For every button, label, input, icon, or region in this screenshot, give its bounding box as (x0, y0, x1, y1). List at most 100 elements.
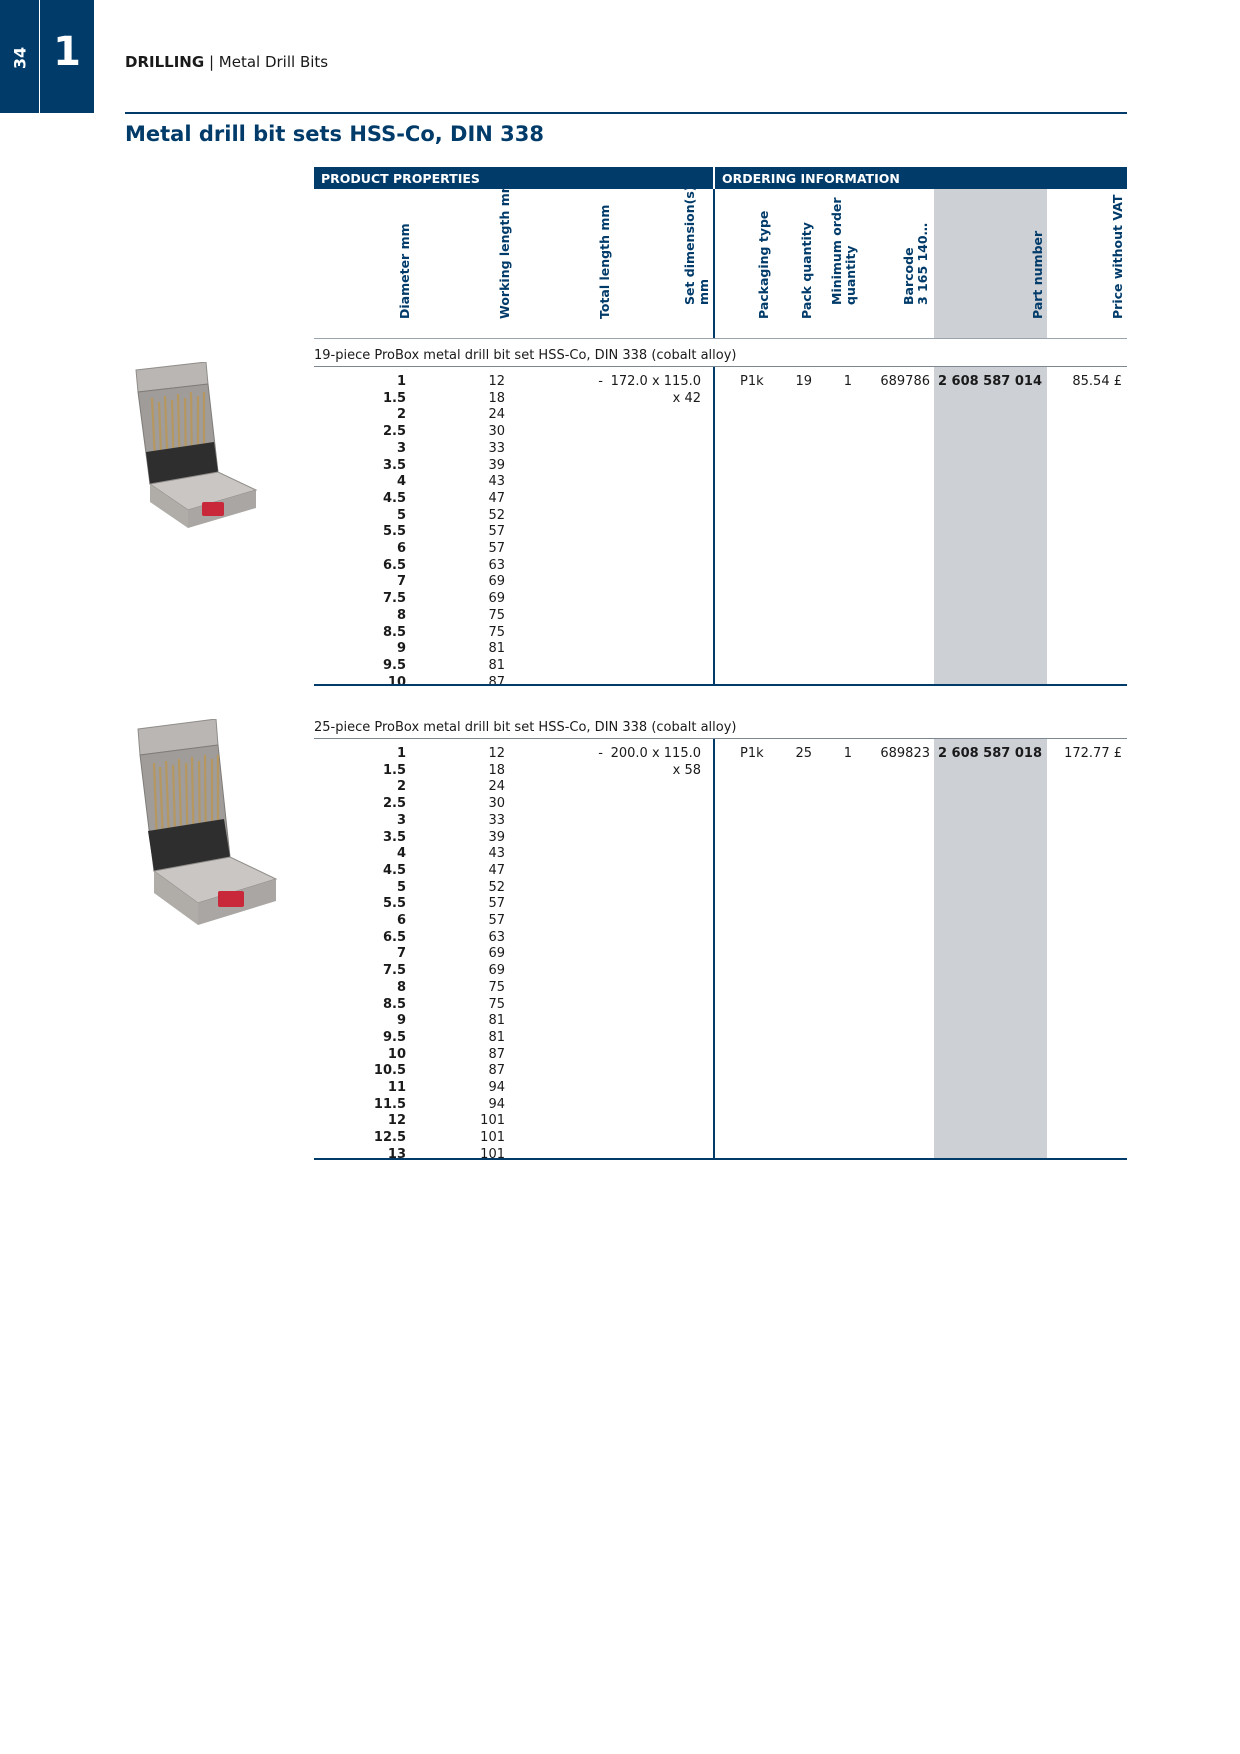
diameter-cell: 2 (396, 407, 406, 423)
diameter-cell: 4.5 (382, 862, 406, 878)
working-length-cell: 30 (488, 424, 505, 440)
working-length-cell: 63 (488, 557, 505, 573)
set-dimension-cell-2: x 42 (672, 390, 701, 406)
chapter-tab: 1 (40, 0, 94, 113)
header-rule (125, 112, 1127, 114)
diameter-cell: 3.5 (382, 829, 406, 845)
diameter-cell: 6.5 (382, 557, 406, 573)
diameter-cell: 7.5 (382, 963, 406, 979)
working-length-cell: 87 (488, 1063, 505, 1079)
working-length-cell: 24 (488, 779, 505, 795)
set-dimension-cell: 200.0 x 115.0 (610, 746, 701, 761)
working-length-cell: 18 (488, 390, 505, 406)
working-length-cell: 69 (488, 591, 505, 607)
working-length-cell: 43 (488, 846, 505, 862)
working-length-cell: 101 (480, 1130, 505, 1146)
working-length-cell: 75 (488, 624, 505, 640)
diameter-cell: 10.5 (373, 1063, 406, 1079)
diameter-cell: 2.5 (382, 796, 406, 812)
diameter-cell: 1 (396, 374, 406, 389)
diameter-cell: 8 (396, 607, 406, 623)
diameter-cell: 8.5 (382, 996, 406, 1012)
part-number-cell: 2 608 587 014 (937, 374, 1042, 389)
set-2-title: 25-piece ProBox metal drill bit set HSS-… (314, 720, 737, 735)
working-length-cell: 47 (488, 490, 505, 506)
ordering-information-bar: ORDERING INFORMATION (715, 167, 1127, 189)
working-length-cell: 75 (488, 979, 505, 995)
diameter-cell: 5 (396, 879, 406, 895)
diameter-cell: 6 (396, 913, 406, 928)
diameter-cell: 9 (396, 641, 406, 657)
working-length-cell: 87 (488, 674, 505, 690)
product-properties-bar: PRODUCT PROPERTIES (314, 167, 713, 189)
price-cell: 172.77 £ (1064, 746, 1122, 761)
diameter-cell: 4 (396, 846, 406, 862)
diameter-cell: 9.5 (382, 1029, 406, 1045)
packaging-type-cell: P1k (740, 374, 764, 389)
diameter-cell: 10 (387, 1046, 406, 1062)
part-number-shade-set1 (934, 366, 1047, 684)
diameter-cell: 12.5 (373, 1130, 406, 1146)
working-length-cell: 57 (488, 896, 505, 912)
set-1-title: 19-piece ProBox metal drill bit set HSS-… (314, 348, 737, 363)
working-length-cell: 52 (488, 879, 505, 895)
working-length-cell: 81 (488, 657, 505, 673)
working-length-cell: 101 (480, 1146, 505, 1162)
working-length-cell: 69 (488, 946, 505, 962)
diameter-cell: 9 (396, 1013, 406, 1029)
diameter-cell: 7 (396, 574, 406, 590)
page-number-tab: 34 (0, 0, 39, 113)
working-length-cell: 30 (488, 796, 505, 812)
working-length-cell: 57 (488, 541, 505, 556)
diameter-cell: 11 (387, 1080, 406, 1095)
working-length-cell: 81 (488, 1029, 505, 1045)
working-length-cell: 33 (488, 440, 505, 456)
diameter-cell: 5 (396, 507, 406, 523)
diameter-cell: 4.5 (382, 490, 406, 506)
header-bottom-rule (314, 338, 1127, 339)
working-length-cell: 69 (488, 574, 505, 590)
part-number-shade-set2 (934, 738, 1047, 1158)
working-length-cell: 63 (488, 929, 505, 945)
working-length-cell: 52 (488, 507, 505, 523)
section-header: DRILLING | Metal Drill Bits (125, 53, 328, 71)
part-number-shade-head (934, 189, 1047, 338)
diameter-cell: 12 (387, 1113, 406, 1129)
diameter-cell: 3 (396, 812, 406, 828)
diameter-cell: 1.5 (382, 390, 406, 406)
diameter-cell: 8 (396, 979, 406, 995)
diameter-cell: 3.5 (382, 457, 406, 473)
diameter-cell: 11.5 (373, 1096, 406, 1112)
group-divider-set2 (713, 738, 715, 1158)
working-length-cell: 18 (488, 762, 505, 778)
diameter-cell: 4 (396, 474, 406, 490)
working-length-cell: 75 (488, 996, 505, 1012)
diameter-cell: 6.5 (382, 929, 406, 945)
diameter-cell: 7.5 (382, 591, 406, 607)
drill-set-19-image (135, 362, 258, 528)
set-1-bottom-rule (314, 684, 1127, 686)
working-length-cell: 12 (488, 746, 505, 761)
diameter-cell: 10 (387, 674, 406, 690)
working-length-cell: 94 (488, 1096, 505, 1112)
set-1-top-rule (314, 366, 1127, 367)
working-length-cell: 39 (488, 829, 505, 845)
diameter-cell: 9.5 (382, 657, 406, 673)
working-length-cell: 39 (488, 457, 505, 473)
working-length-cell: 94 (488, 1080, 505, 1095)
diameter-cell: 3 (396, 440, 406, 456)
page-title: Metal drill bit sets HSS-Co, DIN 338 (125, 122, 545, 146)
diameter-cell: 13 (387, 1146, 406, 1162)
set-2-top-rule (314, 738, 1127, 739)
min-order-cell: 1 (843, 746, 852, 761)
total-length-cell: - (598, 746, 603, 761)
barcode-cell: 689823 (880, 746, 930, 761)
working-length-cell: 47 (488, 862, 505, 878)
packaging-type-cell: P1k (740, 746, 764, 761)
min-order-cell: 1 (843, 374, 852, 389)
pack-quantity-cell: 19 (795, 374, 812, 389)
working-length-cell: 87 (488, 1046, 505, 1062)
diameter-cell: 8.5 (382, 624, 406, 640)
set-dimension-cell: 172.0 x 115.0 (610, 374, 701, 389)
diameter-cell: 2 (396, 779, 406, 795)
